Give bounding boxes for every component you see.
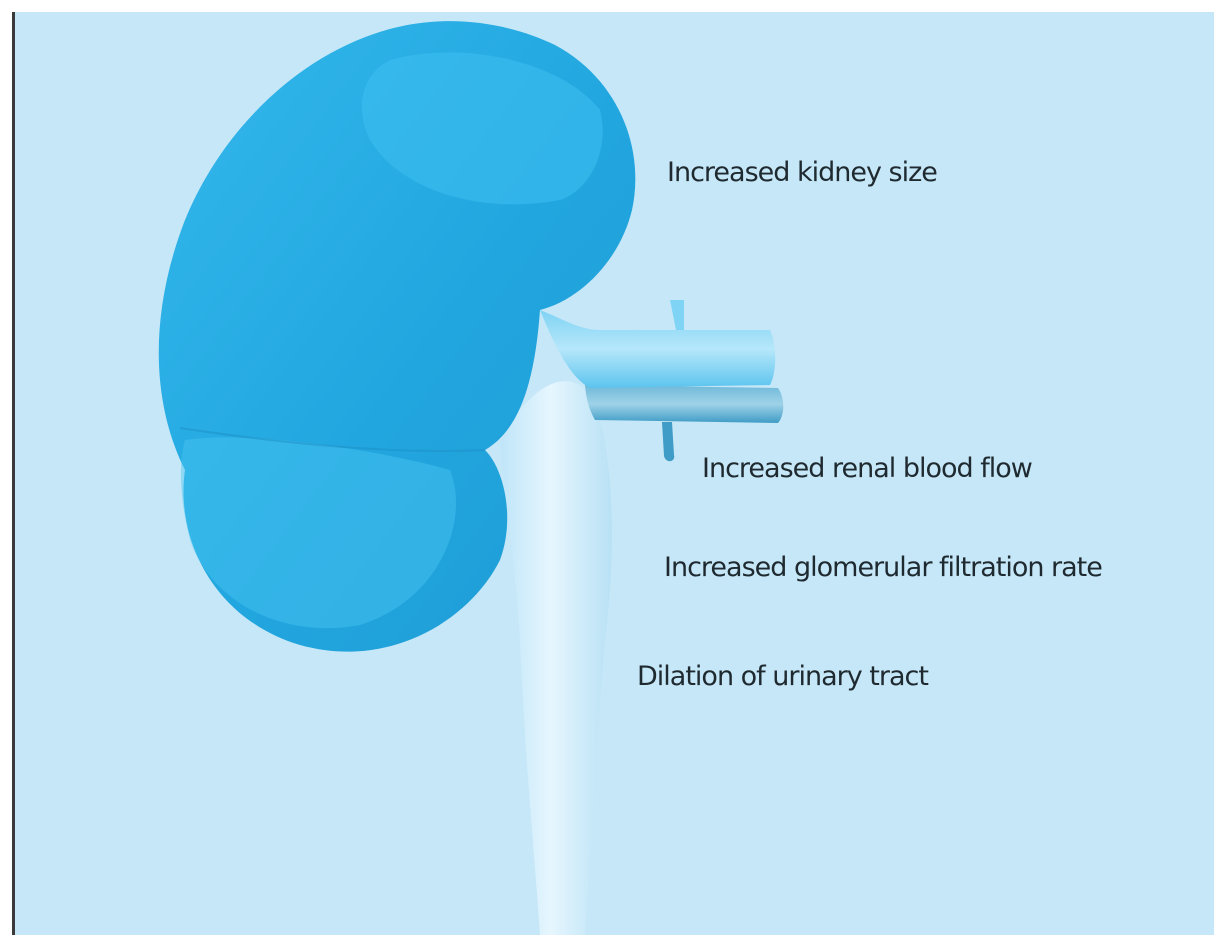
- renal-vein: [540, 310, 775, 388]
- label-increased-renal-blood-flow: Increased renal blood flow: [702, 453, 1032, 485]
- renal-artery: [585, 385, 783, 423]
- artery-branch: [662, 422, 674, 461]
- vein-branch: [670, 300, 684, 330]
- ureter-shape: [500, 381, 612, 935]
- label-dilation-urinary-tract: Dilation of urinary tract: [637, 661, 928, 693]
- label-increased-kidney-size: Increased kidney size: [667, 157, 937, 189]
- label-increased-gfr: Increased glomerular filtration rate: [664, 552, 1102, 584]
